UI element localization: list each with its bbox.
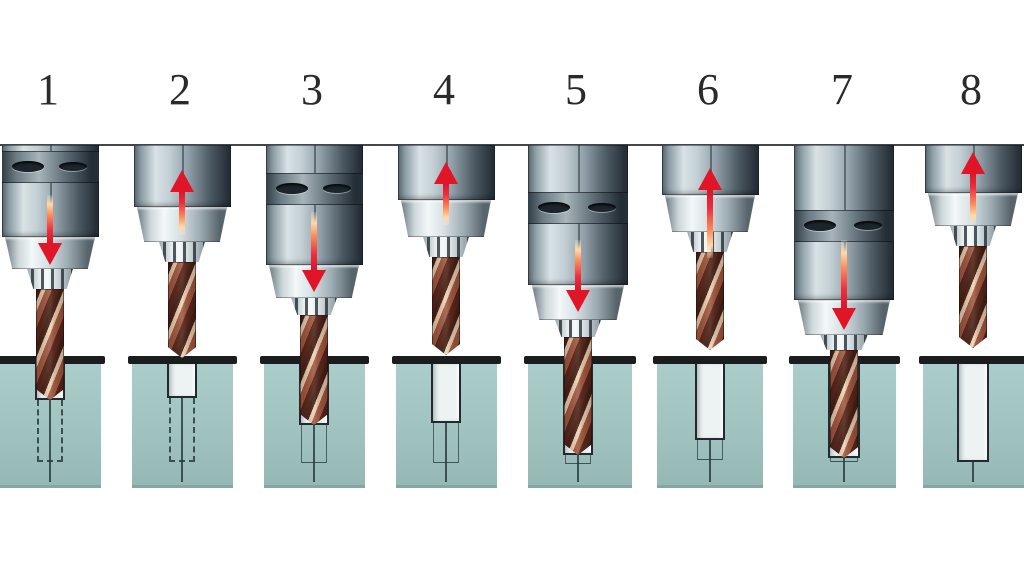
vent-slot-icon xyxy=(275,183,308,194)
spindle-vent-band xyxy=(528,192,628,224)
step-number: 6 xyxy=(697,65,719,114)
collet xyxy=(555,320,601,337)
drilled-hole xyxy=(695,364,725,440)
hole-centerline xyxy=(843,458,845,482)
collet xyxy=(159,242,205,262)
collet xyxy=(950,226,996,246)
arrow-stem xyxy=(443,181,449,225)
arrow-stem xyxy=(707,187,713,258)
hole-centerline xyxy=(181,398,183,482)
arrow-head xyxy=(302,270,326,292)
workpiece-top-edge xyxy=(392,356,501,364)
drill-bit xyxy=(432,257,460,355)
hole-centerline xyxy=(709,440,711,482)
vent-slot-icon xyxy=(58,162,87,171)
step-number: 8 xyxy=(960,65,982,114)
arrow-down-icon xyxy=(301,212,327,292)
arrow-head xyxy=(698,168,722,190)
spindle-seam xyxy=(50,145,52,237)
vent-slot-icon xyxy=(11,161,44,172)
arrow-down-icon xyxy=(565,240,591,312)
arrow-down-icon xyxy=(831,240,857,330)
arrow-up-icon xyxy=(697,168,723,258)
step-number: 5 xyxy=(565,65,587,114)
hole-centerline xyxy=(577,455,579,482)
arrow-stem xyxy=(841,240,847,311)
arrow-stem xyxy=(970,171,976,225)
drill-bit xyxy=(564,337,592,455)
arrow-up-icon xyxy=(169,170,195,235)
spindle-seam xyxy=(314,145,316,265)
arrow-head xyxy=(961,152,985,174)
drill-bit xyxy=(696,252,724,350)
vent-slot-icon xyxy=(538,202,570,213)
drill-bit xyxy=(959,246,987,348)
arrow-up-icon xyxy=(960,152,986,225)
arrow-head xyxy=(832,308,856,330)
step-number: 3 xyxy=(301,65,323,114)
collet xyxy=(423,237,469,257)
vent-slot-icon xyxy=(854,221,882,230)
vent-slot-icon xyxy=(322,184,351,193)
collet xyxy=(27,269,73,289)
arrow-head xyxy=(434,162,458,184)
hole-centerline xyxy=(49,400,51,482)
arrow-head xyxy=(566,290,590,312)
collet xyxy=(820,335,868,350)
workpiece-top-edge xyxy=(919,356,1024,364)
step-number: 7 xyxy=(831,65,853,114)
hole-centerline xyxy=(445,423,447,482)
collet xyxy=(291,298,337,315)
arrow-down-icon xyxy=(37,195,63,265)
arrow-stem xyxy=(179,189,185,235)
drill-bit xyxy=(300,315,328,425)
step-number: 2 xyxy=(169,65,191,114)
spindle-vent-band xyxy=(794,210,894,242)
workpiece-top-edge xyxy=(128,356,237,364)
arrow-head xyxy=(38,243,62,265)
hole-centerline xyxy=(972,462,974,482)
vent-slot-icon xyxy=(804,220,836,231)
drilled-hole xyxy=(167,364,197,398)
arrow-head xyxy=(170,170,194,192)
drill-bit xyxy=(36,289,64,400)
drilled-hole xyxy=(957,364,989,462)
arrow-stem xyxy=(311,212,317,273)
step-number: 1 xyxy=(37,65,59,114)
drill-bit xyxy=(168,262,196,358)
arrow-up-icon xyxy=(433,162,459,225)
drilled-hole xyxy=(431,364,461,423)
hole-centerline xyxy=(313,425,315,482)
spindle-vent-band xyxy=(265,173,363,205)
workpiece-top-edge xyxy=(653,356,767,364)
arrow-stem xyxy=(575,240,581,293)
spindle-vent-band xyxy=(1,151,99,183)
step-number: 4 xyxy=(433,65,455,114)
drill-bit xyxy=(830,350,858,458)
spindle-rail-line xyxy=(0,144,1024,146)
vent-slot-icon xyxy=(588,203,616,212)
arrow-stem xyxy=(47,195,53,246)
